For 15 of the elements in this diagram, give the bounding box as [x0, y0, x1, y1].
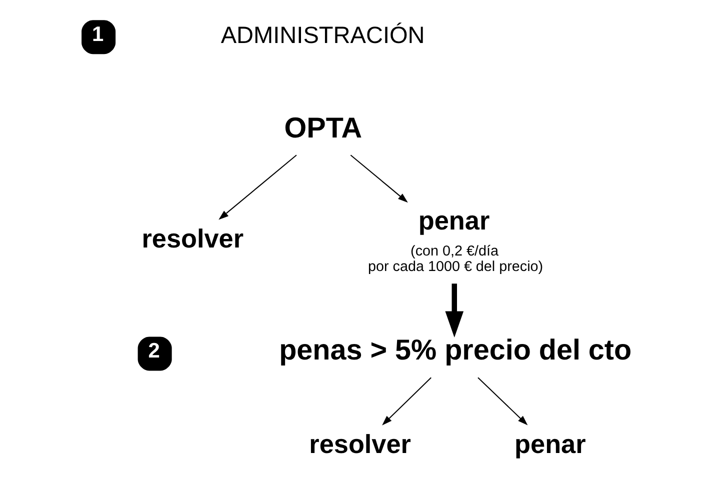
label: 1: [92, 22, 104, 46]
node-label: (con 0,2 €/día por cada 1000 € del precio): [368, 243, 543, 276]
arrow: [477, 377, 528, 426]
node-text: penar: [514, 429, 586, 460]
node-text: resolver: [141, 224, 244, 254]
node-text: penar: [418, 205, 490, 236]
label: 2: [148, 339, 160, 362]
node-text: OPTA: [284, 112, 362, 144]
arrow: [382, 377, 431, 426]
label: ADMINISTRACIÓN: [220, 22, 424, 48]
arrow: [350, 154, 408, 203]
arrow: [218, 154, 296, 220]
arrow: [444, 284, 464, 338]
node-text: resolver: [308, 429, 410, 460]
node-text: penas > 5% precio del cto: [278, 334, 632, 367]
